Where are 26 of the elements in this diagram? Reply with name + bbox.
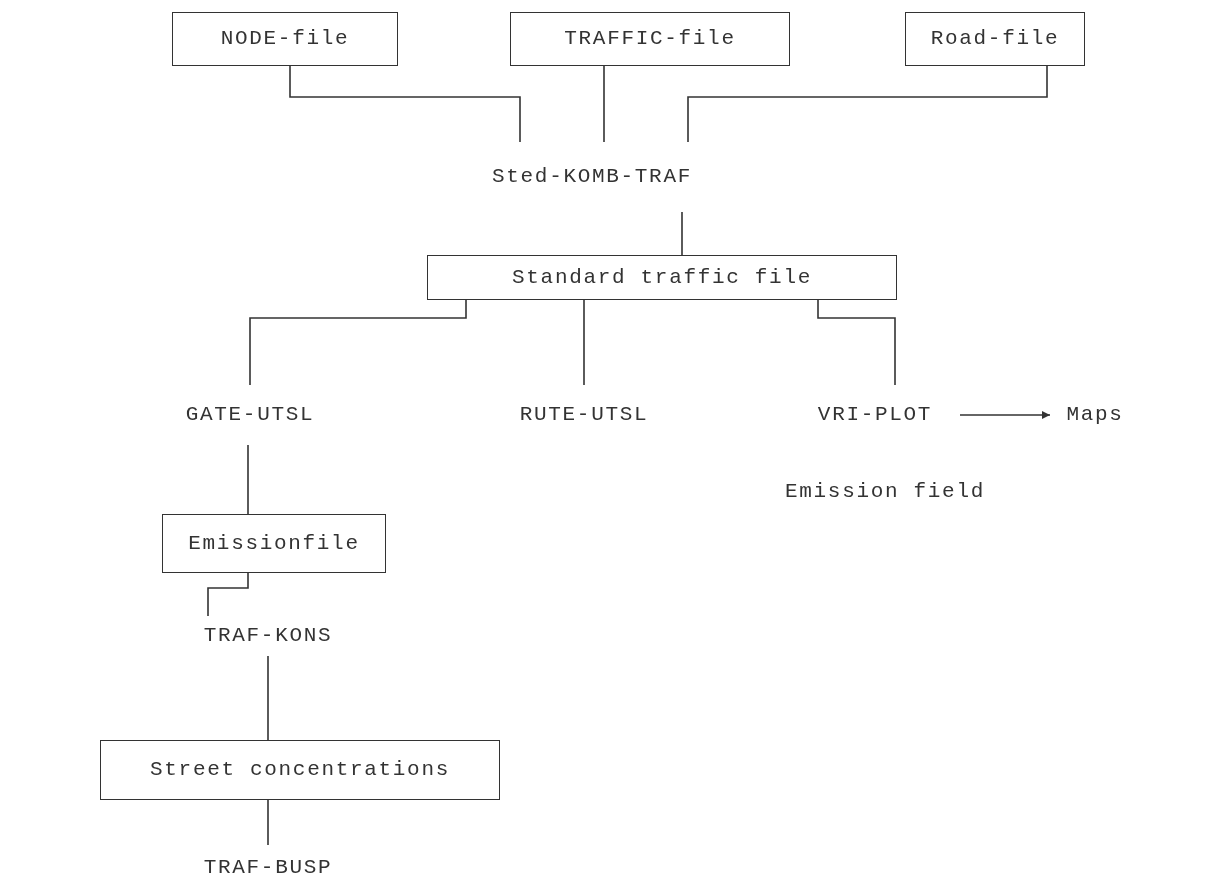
file-box: NODE-file: [172, 12, 398, 66]
connector-line: [267, 655, 269, 741]
file-box: Road-file: [905, 12, 1085, 66]
connector-line: [249, 299, 467, 386]
output-label: Emission field: [785, 479, 985, 505]
program-label: Maps: [1050, 395, 1140, 435]
file-box: TRAFFIC-file: [510, 12, 790, 66]
connector-line: [289, 65, 521, 143]
program-label: VRI-PLOT: [790, 385, 960, 445]
program-label: TRAF-KONS: [158, 616, 378, 656]
file-box: Standard traffic file: [427, 255, 897, 300]
program-label: Sted-KOMB-TRAF: [480, 142, 710, 212]
file-box: Emissionfile: [162, 514, 386, 573]
connector-line: [687, 65, 1048, 143]
connector-line: [817, 299, 896, 386]
connector-line: [267, 799, 269, 846]
program-label: RUTE-UTSL: [484, 385, 684, 445]
connector-line: [247, 444, 249, 515]
file-box: Street concentrations: [100, 740, 500, 800]
connector-line: [603, 65, 605, 143]
connector-line: [583, 299, 585, 386]
program-label: TRAF-BUSP: [158, 845, 378, 890]
program-label: GATE-UTSL: [150, 385, 350, 445]
connector-line: [207, 572, 249, 617]
arrow: [959, 411, 1051, 419]
connector-line: [681, 211, 683, 256]
